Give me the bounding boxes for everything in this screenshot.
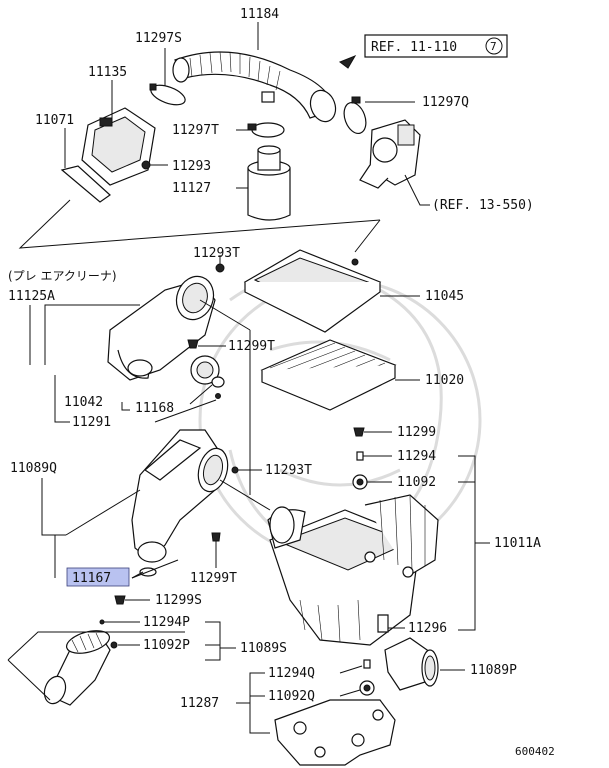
leader-11092Q xyxy=(339,689,361,697)
label-11167[interactable]: 11167 xyxy=(72,571,111,586)
leader-ref-13-550 xyxy=(404,174,430,206)
label-11089S: 11089S xyxy=(240,641,287,656)
label-11042: 11042 xyxy=(64,395,103,410)
label-11127: 11127 xyxy=(172,181,211,196)
label-11299S: 11299S xyxy=(155,593,202,608)
leader-11089Q xyxy=(65,489,141,536)
leader-11291 xyxy=(154,399,217,423)
label-11296: 11296 xyxy=(408,621,447,636)
inlet-duct-11089Q xyxy=(131,429,229,563)
label-11293T-mid: 11293T xyxy=(265,463,312,478)
ref-label-11-110: REF. 11-110 xyxy=(371,40,457,55)
leader-11167-b xyxy=(131,559,179,579)
gasket-11071 xyxy=(60,165,111,203)
bolt-11293T-mid xyxy=(231,466,239,474)
arrow-ref-icon xyxy=(338,54,357,69)
airflow-sensor-11135 xyxy=(81,107,156,186)
bracket-lower-duct xyxy=(7,631,185,701)
cleaner-case-11011A xyxy=(267,494,439,646)
bolt-11293 xyxy=(141,160,151,170)
nut-11092 xyxy=(352,474,368,490)
label-11297Q: 11297Q xyxy=(422,95,469,110)
label-11092Q: 11092Q xyxy=(268,689,315,704)
bolt-11293T-top xyxy=(215,263,225,273)
bracket-11287 xyxy=(274,699,396,766)
label-11168: 11168 xyxy=(135,401,174,416)
label-11089P: 11089P xyxy=(470,663,517,678)
bracket-11125A-lower xyxy=(54,375,70,423)
leader-11042 xyxy=(121,402,130,411)
bracket-11089Q xyxy=(41,478,66,536)
label-11299: 11299 xyxy=(397,425,436,440)
inlet-duct-11089P xyxy=(384,637,439,691)
ref-circle-icon xyxy=(485,37,503,55)
screw-11299S xyxy=(114,595,126,605)
ref-circle-number: 7 xyxy=(490,40,497,53)
screw-11299T-top xyxy=(187,339,199,349)
leader-pre-to-box xyxy=(199,299,251,331)
grommet-11168 xyxy=(211,376,225,388)
intake-hose-11184 xyxy=(172,51,337,123)
label-11294Q: 11294Q xyxy=(268,666,315,681)
leader-11168 xyxy=(189,384,213,405)
label-11020: 11020 xyxy=(425,373,464,388)
label-11287: 11287 xyxy=(180,696,219,711)
ref-label-13-550: (REF. 13-550) xyxy=(432,198,534,213)
grommet-11294Q xyxy=(363,659,371,669)
cap-11042 xyxy=(190,355,220,385)
label-11297T: 11297T xyxy=(172,123,219,138)
clamp-11297T xyxy=(247,122,285,138)
resonator-11127 xyxy=(247,145,291,221)
label-11297S: 11297S xyxy=(135,31,182,46)
highlight-11167[interactable] xyxy=(66,567,130,587)
label-11045: 11045 xyxy=(425,289,464,304)
leader-11294Q xyxy=(339,665,363,674)
group-bracket-top xyxy=(18,199,381,249)
throttle-body xyxy=(359,119,421,189)
label-11125A: 11125A xyxy=(8,289,55,304)
grommet-11294 xyxy=(356,451,364,461)
label-11299T-bot: 11299T xyxy=(190,571,237,586)
label-11071: 11071 xyxy=(35,113,74,128)
label-11293T-top: 11293T xyxy=(193,246,240,261)
air-filter-11020 xyxy=(260,339,397,411)
label-11135: 11135 xyxy=(88,65,127,80)
label-11294: 11294 xyxy=(397,449,436,464)
cleaner-cover-11045 xyxy=(243,249,382,333)
ref-box-11-110 xyxy=(364,34,508,58)
nut-11092Q xyxy=(359,680,375,696)
label-11011A: 11011A xyxy=(494,536,541,551)
label-11089Q: 11089Q xyxy=(10,461,57,476)
screw-11299T-bot xyxy=(211,532,221,542)
label-11184: 11184 xyxy=(240,7,279,22)
clip-11296 xyxy=(377,614,389,633)
leader-to-cover xyxy=(354,219,381,253)
clamp-11297S xyxy=(149,83,186,106)
label-11092: 11092 xyxy=(397,475,436,490)
leader-duct-to-box xyxy=(219,479,271,511)
label-11299T-top: 11299T xyxy=(228,339,275,354)
label-11291: 11291 xyxy=(72,415,111,430)
bracket-11089S xyxy=(205,621,221,661)
grommet-11294P xyxy=(99,619,105,625)
label-11092P: 11092P xyxy=(143,638,190,653)
diagram-id: 600402 xyxy=(515,745,555,758)
label-11293: 11293 xyxy=(172,159,211,174)
clamp-11297Q xyxy=(343,96,367,135)
bracket-11287-group xyxy=(249,672,270,734)
nut-11092P xyxy=(110,641,118,649)
pre-cleaner-11125A xyxy=(107,275,216,381)
label-pre-cleaner: (プレ エアクリーナ) xyxy=(8,269,117,283)
label-11294P: 11294P xyxy=(143,615,190,630)
bolt-11291 xyxy=(215,393,221,399)
lower-duct-11089S xyxy=(43,630,111,706)
screw-11299 xyxy=(353,427,365,437)
